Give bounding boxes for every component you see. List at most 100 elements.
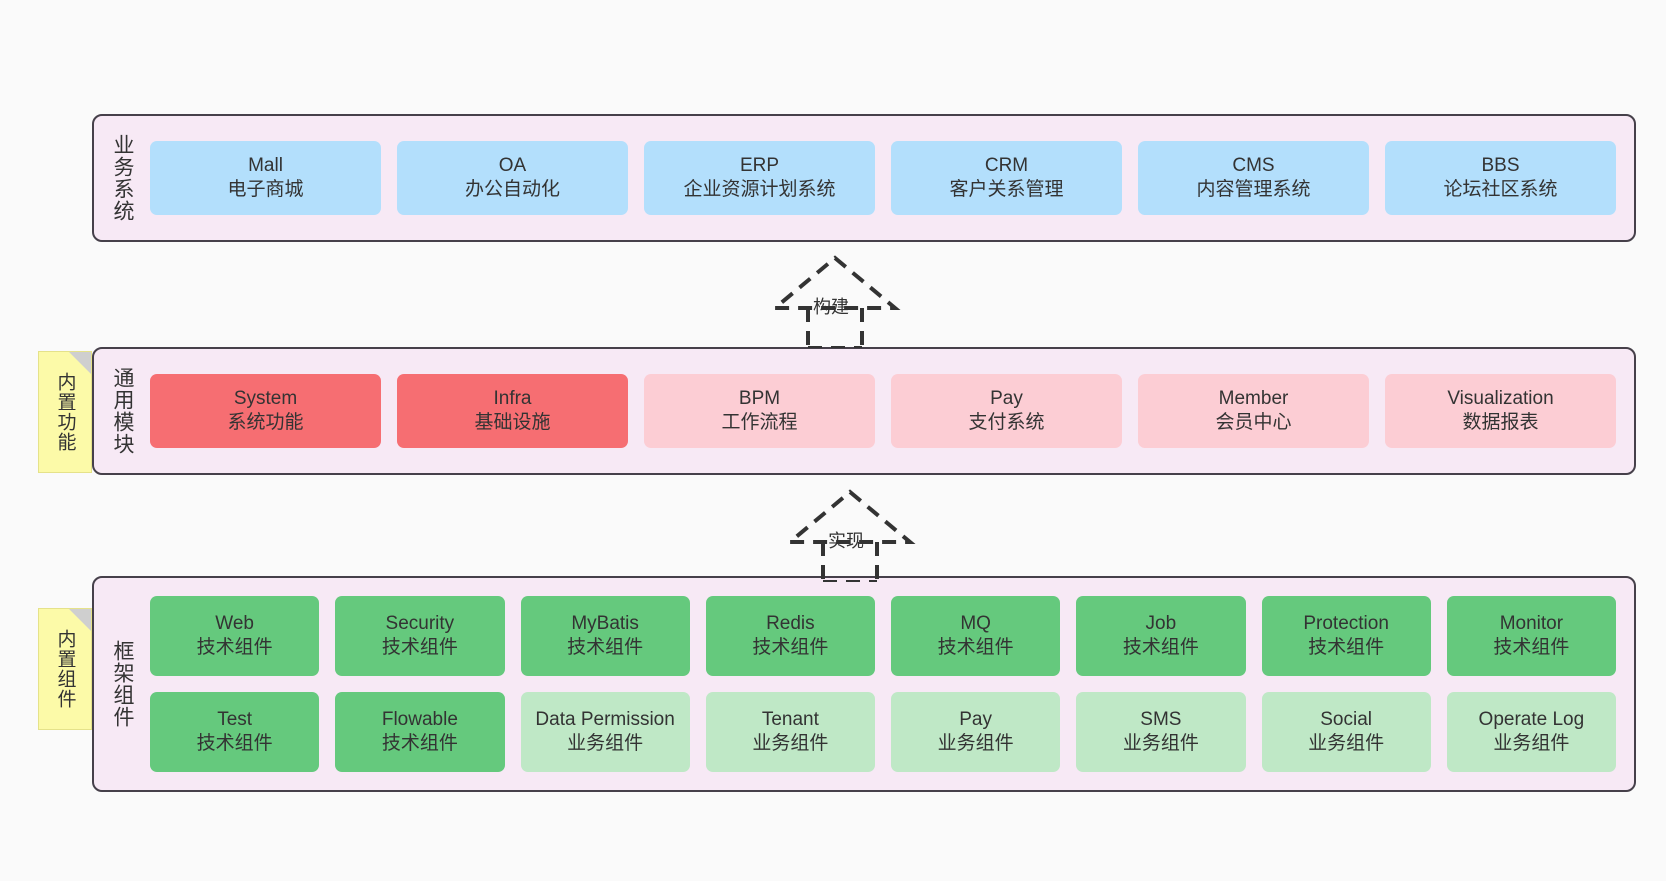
fold-corner-icon bbox=[69, 352, 91, 374]
node-job[interactable]: Job 技术组件 bbox=[1076, 596, 1246, 676]
node-title-en: Test bbox=[217, 708, 253, 730]
node-title-en: Infra bbox=[493, 387, 532, 409]
node-title-cn: 会员中心 bbox=[1215, 412, 1292, 433]
node-title-cn: 内容管理系统 bbox=[1196, 179, 1311, 200]
node-title-en: Mall bbox=[248, 154, 283, 176]
node-infra[interactable]: Infra 基础设施 bbox=[397, 374, 628, 448]
node-cms[interactable]: CMS 内容管理系统 bbox=[1138, 141, 1369, 215]
node-mybatis[interactable]: MyBatis 技术组件 bbox=[520, 596, 690, 676]
node-title-cn: 企业资源计划系统 bbox=[683, 179, 836, 200]
node-title-en: Data Permission bbox=[535, 708, 675, 730]
node-redis[interactable]: Redis 技术组件 bbox=[705, 596, 875, 676]
node-title-en: System bbox=[233, 387, 298, 409]
layer-business-system: 业务系统 Mall 电子商城 OA 办公自动化 ERP 企业资源计划系统 CRM… bbox=[92, 114, 1636, 242]
node-flowable[interactable]: Flowable 技术组件 bbox=[335, 692, 505, 772]
node-test[interactable]: Test 技术组件 bbox=[150, 692, 320, 772]
node-operate-log[interactable]: Operate Log 业务组件 bbox=[1446, 692, 1616, 772]
node-title-cn: 系统功能 bbox=[227, 412, 304, 433]
node-oa[interactable]: OA 办公自动化 bbox=[397, 141, 628, 215]
node-title-cn: 业务组件 bbox=[1308, 733, 1385, 754]
node-erp[interactable]: ERP 企业资源计划系统 bbox=[644, 141, 875, 215]
node-title-cn: 业务组件 bbox=[1493, 733, 1570, 754]
node-pay-business[interactable]: Pay 业务组件 bbox=[891, 692, 1061, 772]
connector-label-build: 构建 bbox=[813, 297, 849, 317]
node-row: Mall 电子商城 OA 办公自动化 ERP 企业资源计划系统 CRM 客户关系… bbox=[150, 141, 1616, 215]
fold-corner-icon bbox=[69, 609, 91, 631]
node-row: Test 技术组件 Flowable 技术组件 Data Permission … bbox=[150, 692, 1616, 772]
node-title-en: Pay bbox=[990, 387, 1023, 409]
node-visualization[interactable]: Visualization 数据报表 bbox=[1385, 374, 1616, 448]
node-title-en: Web bbox=[215, 612, 254, 634]
node-monitor[interactable]: Monitor 技术组件 bbox=[1446, 596, 1616, 676]
node-title-en: BBS bbox=[1481, 154, 1520, 176]
node-title-cn: 技术组件 bbox=[937, 637, 1014, 658]
node-title-en: Social bbox=[1320, 708, 1372, 730]
node-row: System 系统功能 Infra 基础设施 BPM 工作流程 Pay 支付系统… bbox=[150, 374, 1616, 448]
node-title-en: MyBatis bbox=[571, 612, 639, 634]
connector-label-implement: 实现 bbox=[828, 531, 864, 551]
node-title-cn: 技术组件 bbox=[1308, 637, 1385, 658]
node-title-cn: 客户关系管理 bbox=[949, 179, 1064, 200]
node-protection[interactable]: Protection 技术组件 bbox=[1261, 596, 1431, 676]
node-title-cn: 技术组件 bbox=[196, 637, 273, 658]
node-title-cn: 技术组件 bbox=[752, 637, 829, 658]
node-title-cn: 业务组件 bbox=[937, 733, 1014, 754]
node-bbs[interactable]: BBS 论坛社区系统 bbox=[1385, 141, 1616, 215]
connector-implement: 实现 bbox=[760, 486, 940, 584]
node-title-en: CMS bbox=[1232, 154, 1275, 176]
node-bpm[interactable]: BPM 工作流程 bbox=[644, 374, 875, 448]
node-system[interactable]: System 系统功能 bbox=[150, 374, 381, 448]
node-title-cn: 技术组件 bbox=[196, 733, 273, 754]
node-title-en: Monitor bbox=[1499, 612, 1564, 634]
connector-build: 构建 bbox=[745, 252, 925, 350]
sticky-note-builtin-component: 内置组件 bbox=[38, 608, 92, 730]
node-pay[interactable]: Pay 支付系统 bbox=[891, 374, 1122, 448]
node-title-en: Flowable bbox=[381, 708, 458, 730]
node-title-cn: 业务组件 bbox=[567, 733, 644, 754]
node-title-en: Redis bbox=[766, 612, 815, 634]
node-title-en: Job bbox=[1145, 612, 1177, 634]
node-title-en: MQ bbox=[960, 612, 991, 634]
node-sms[interactable]: SMS 业务组件 bbox=[1076, 692, 1246, 772]
node-security[interactable]: Security 技术组件 bbox=[335, 596, 505, 676]
sticky-note-label: 内置功能 bbox=[54, 372, 76, 452]
node-title-en: Visualization bbox=[1447, 387, 1554, 409]
node-title-cn: 工作流程 bbox=[721, 412, 798, 433]
node-row: Web 技术组件 Security 技术组件 MyBatis 技术组件 Redi… bbox=[150, 596, 1616, 676]
node-crm[interactable]: CRM 客户关系管理 bbox=[891, 141, 1122, 215]
node-title-en: Operate Log bbox=[1478, 708, 1585, 730]
node-title-cn: 电子商城 bbox=[227, 179, 304, 200]
sticky-note-label: 内置组件 bbox=[54, 629, 76, 709]
layer-title-frame: 框架组件 bbox=[110, 640, 134, 728]
layer-title-common: 通用模块 bbox=[110, 367, 134, 455]
node-title-cn: 办公自动化 bbox=[464, 179, 560, 200]
node-title-en: Tenant bbox=[761, 708, 819, 730]
node-title-cn: 技术组件 bbox=[1493, 637, 1570, 658]
node-title-en: Protection bbox=[1303, 612, 1389, 634]
node-mall[interactable]: Mall 电子商城 bbox=[150, 141, 381, 215]
node-title-en: Security bbox=[385, 612, 455, 634]
layer-title-business: 业务系统 bbox=[110, 134, 134, 222]
node-title-cn: 业务组件 bbox=[752, 733, 829, 754]
node-member[interactable]: Member 会员中心 bbox=[1138, 374, 1369, 448]
node-title-cn: 技术组件 bbox=[381, 733, 458, 754]
node-title-cn: 基础设施 bbox=[474, 412, 551, 433]
node-data-permission[interactable]: Data Permission 业务组件 bbox=[520, 692, 690, 772]
layer-body-common: System 系统功能 Infra 基础设施 BPM 工作流程 Pay 支付系统… bbox=[144, 349, 1634, 473]
node-title-cn: 技术组件 bbox=[567, 637, 644, 658]
node-title-cn: 技术组件 bbox=[381, 637, 458, 658]
node-title-en: CRM bbox=[984, 154, 1029, 176]
node-title-en: ERP bbox=[739, 154, 780, 176]
node-social[interactable]: Social 业务组件 bbox=[1261, 692, 1431, 772]
node-web[interactable]: Web 技术组件 bbox=[150, 596, 320, 676]
layer-body-frame: Web 技术组件 Security 技术组件 MyBatis 技术组件 Redi… bbox=[144, 578, 1634, 790]
node-title-en: OA bbox=[498, 154, 527, 176]
layer-body-business: Mall 电子商城 OA 办公自动化 ERP 企业资源计划系统 CRM 客户关系… bbox=[144, 116, 1634, 240]
sticky-note-builtin-function: 内置功能 bbox=[38, 351, 92, 473]
node-title-cn: 业务组件 bbox=[1122, 733, 1199, 754]
node-title-cn: 数据报表 bbox=[1462, 412, 1539, 433]
node-title-cn: 论坛社区系统 bbox=[1443, 179, 1558, 200]
node-tenant[interactable]: Tenant 业务组件 bbox=[705, 692, 875, 772]
node-mq[interactable]: MQ 技术组件 bbox=[891, 596, 1061, 676]
